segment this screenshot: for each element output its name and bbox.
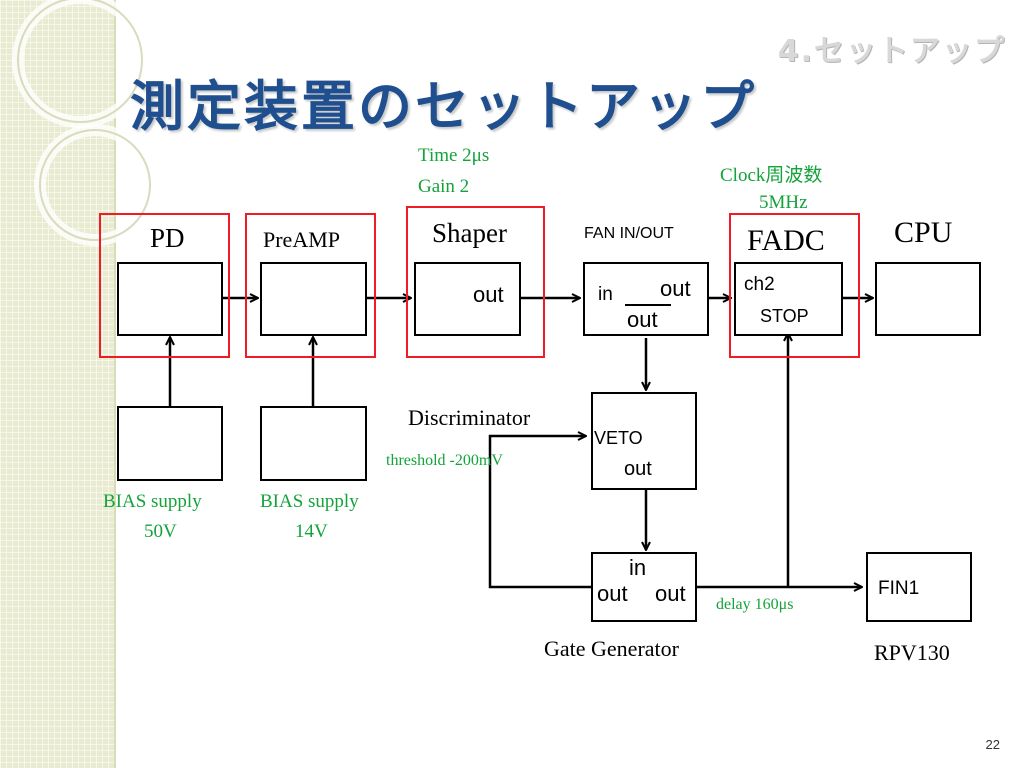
discriminator-box — [591, 392, 697, 490]
cpu-box — [875, 262, 981, 336]
threshold-note: threshold -200mV — [386, 452, 503, 469]
rpv130-box — [866, 552, 972, 622]
fadc-clock-note: Clock周波数 — [720, 165, 823, 186]
bias-supply-pd-box — [117, 406, 223, 481]
fadc-box — [734, 262, 843, 336]
fan-in-out-label: FAN IN/OUT — [584, 225, 674, 242]
bias-supply-pd-label: BIAS supply — [103, 491, 202, 512]
shaper-box — [414, 262, 521, 336]
pd-highlight-frame — [99, 213, 230, 358]
fan-out-top-port: out — [660, 276, 691, 301]
discriminator-veto-port: VETO — [594, 428, 643, 448]
slide-title: 測定装置のセットアップ — [130, 75, 757, 138]
shaper-highlight-frame — [406, 206, 545, 358]
pd-box — [117, 262, 223, 336]
preamp-highlight-frame — [245, 213, 376, 358]
delay-note: delay 160μs — [716, 596, 794, 613]
fan-box — [583, 262, 709, 336]
preamp-box — [260, 262, 367, 336]
decorative-rings — [12, 0, 156, 246]
fan-out-bottom-port: out — [627, 307, 658, 332]
section-label: 4.セットアップ — [777, 34, 1006, 69]
rpv130-label: RPV130 — [874, 640, 950, 665]
preamp-label: PreAMP — [263, 227, 341, 252]
fadc-label: FADC — [747, 224, 825, 257]
shaper-gain-note: Gain 2 — [418, 176, 470, 197]
shaper-label: Shaper — [432, 218, 507, 248]
rpv130-fin1-port: FIN1 — [878, 578, 920, 599]
gate-out-right-port: out — [655, 581, 686, 606]
discriminator-label: Discriminator — [408, 405, 531, 430]
shaper-time-note: Time 2μs — [418, 145, 490, 166]
shaper-out-port: out — [473, 282, 504, 307]
bias-supply-pd-value: 50V — [144, 521, 177, 542]
bias-supply-preamp-box — [260, 406, 367, 481]
pd-label: PD — [150, 223, 185, 253]
page-number: 22 — [985, 737, 1000, 752]
cpu-label: CPU — [894, 216, 953, 249]
bias-supply-preamp-label: BIAS supply — [260, 491, 359, 512]
grid-panel-edge — [114, 0, 116, 768]
wire-gate-veto-loop — [488, 436, 591, 589]
bias-supply-preamp-value: 14V — [295, 521, 328, 542]
fadc-frequency-note: 5MHz — [759, 192, 808, 213]
gate-generator-label: Gate Generator — [544, 636, 679, 661]
fadc-ch2-port: ch2 — [744, 274, 775, 295]
discriminator-out-port: out — [624, 458, 652, 480]
fadc-highlight-frame — [729, 213, 860, 358]
gate-generator-box — [591, 552, 697, 622]
gate-in-port: in — [629, 555, 647, 580]
fadc-stop-port: STOP — [760, 306, 809, 326]
fan-port-divider — [625, 304, 671, 306]
fan-in-port: in — [598, 284, 613, 305]
gate-out-left-port: out — [597, 581, 628, 606]
